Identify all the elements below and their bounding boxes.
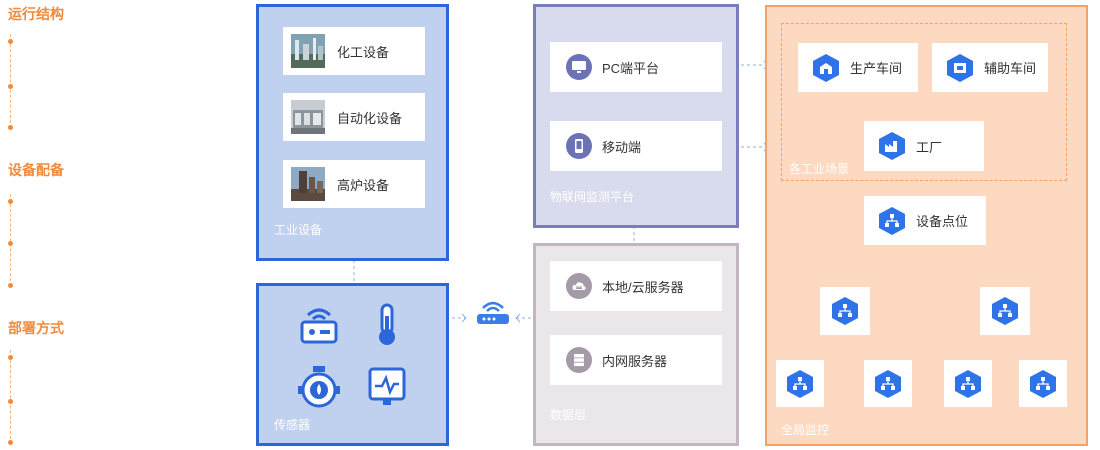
device-point-hex-icon: [879, 206, 905, 235]
auxiliary-workshop-card[interactable]: 辅助车间: [932, 43, 1048, 92]
wifi-router-icon: [477, 301, 509, 324]
device-node-hex-icon: [992, 297, 1018, 325]
section-label-equipment: 设备配备: [8, 162, 64, 178]
workshop-label: 生产车间: [850, 61, 903, 76]
timeline-line: [10, 34, 11, 128]
sensors-panel: 传感器: [256, 283, 449, 446]
cloud-server-icon: [566, 273, 592, 299]
timeline-dot: [8, 125, 13, 130]
timeline-dot: [8, 283, 13, 288]
router-sensor-icon: [300, 308, 338, 344]
device-node-hex-icon: [787, 369, 813, 398]
timeline-line: [10, 194, 11, 286]
mobile-phone-icon: [566, 133, 592, 159]
industrial-scenes-box: [781, 23, 1067, 181]
equipment-card-automation[interactable]: 自动化设备: [283, 93, 425, 141]
chemical-plant-photo-icon: [291, 34, 325, 68]
device-node[interactable]: [980, 287, 1030, 335]
panel-title: 传感器: [274, 418, 311, 432]
auxiliary-workshop-hex-icon: [947, 53, 973, 82]
device-node[interactable]: [776, 360, 824, 407]
timeline-dot: [8, 84, 13, 89]
panel-title: 工业设备: [274, 223, 323, 237]
factory-hex-icon: [879, 132, 905, 160]
server-label: 本地/云服务器: [602, 279, 684, 295]
factory-label: 工厂: [916, 139, 943, 155]
equipment-label: 化工设备: [337, 44, 390, 60]
factory-card[interactable]: 工厂: [864, 121, 984, 171]
platform-label: 移动端: [602, 139, 642, 155]
scene-label: 各工业场景: [789, 162, 850, 176]
mobile-platform-card[interactable]: 移动端: [550, 121, 722, 171]
monitor-waveform-icon: [368, 367, 406, 405]
timeline-line: [10, 350, 11, 444]
equipment-label: 高炉设备: [337, 177, 390, 193]
device-points-card[interactable]: 设备点位: [864, 196, 986, 245]
device-node-hex-icon: [1030, 369, 1056, 398]
panel-title: 全局监控: [781, 423, 830, 437]
server-rack-icon: [566, 347, 592, 373]
flow-meter-icon: [298, 366, 340, 408]
monitor-icon: [566, 54, 592, 80]
automation-equipment-photo-icon: [291, 100, 325, 134]
timeline-dot: [8, 241, 13, 246]
panel-title: 数据层: [550, 408, 587, 422]
section-label-structure: 运行结构: [8, 6, 64, 22]
workshop-label: 辅助车间: [984, 61, 1037, 76]
timeline-dot: [8, 399, 13, 404]
blast-furnace-photo-icon: [291, 167, 325, 201]
panel-title: 物联网监测平台: [550, 190, 635, 204]
device-node[interactable]: [864, 360, 912, 407]
device-node-hex-icon: [955, 369, 981, 398]
timeline-dot: [8, 355, 13, 360]
server-label: 内网服务器: [602, 353, 668, 369]
equipment-label: 自动化设备: [337, 110, 403, 126]
device-node-hex-icon: [832, 297, 858, 325]
intranet-server-card[interactable]: 内网服务器: [550, 335, 722, 385]
equipment-card-chemical[interactable]: 化工设备: [283, 27, 425, 75]
equipment-card-blast-furnace[interactable]: 高炉设备: [283, 160, 425, 208]
cloud-server-card[interactable]: 本地/云服务器: [550, 261, 722, 311]
device-node[interactable]: [944, 360, 992, 407]
iot-platform-panel: 物联网监测平台: [533, 4, 739, 228]
production-workshop-card[interactable]: 生产车间: [798, 43, 918, 92]
timeline-dot: [8, 199, 13, 204]
workshop-hex-icon: [813, 53, 839, 82]
timeline-dot: [8, 39, 13, 44]
device-points-label: 设备点位: [916, 214, 969, 229]
section-label-deployment: 部署方式: [8, 320, 64, 336]
platform-label: PC端平台: [602, 60, 660, 76]
device-node[interactable]: [1019, 360, 1067, 407]
thermometer-icon: [379, 303, 395, 345]
timeline-dot: [8, 440, 13, 445]
pc-platform-card[interactable]: PC端平台: [550, 42, 722, 92]
device-node[interactable]: [820, 287, 870, 335]
device-node-hex-icon: [875, 369, 901, 398]
